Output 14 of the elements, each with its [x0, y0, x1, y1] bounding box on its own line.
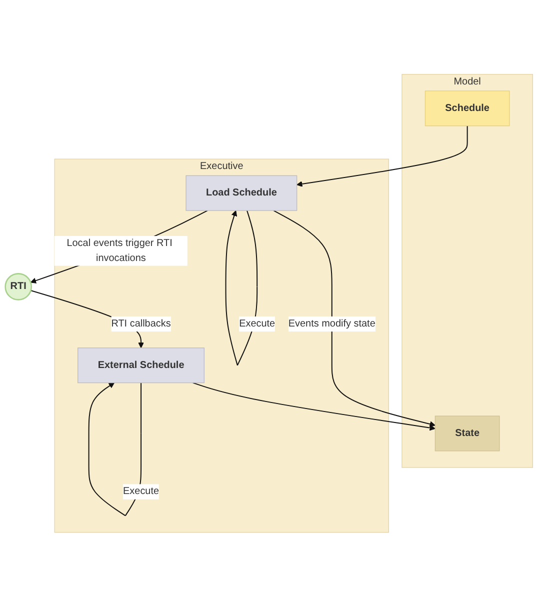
edge-label: Execute: [123, 485, 160, 496]
node-box: Load Schedule: [186, 174, 298, 211]
node-box: State: [434, 415, 500, 451]
edge-label: Local events trigger RTI invocations: [66, 236, 172, 264]
node-box: Schedule: [424, 90, 510, 126]
node-circle: RTI: [4, 272, 32, 300]
arrow: [296, 124, 468, 186]
arrow: [273, 210, 436, 427]
arrow: [30, 210, 208, 284]
edge-label: RTI callbacks: [111, 317, 171, 329]
edge-label: Execute: [239, 317, 276, 329]
node-box: External Schedule: [78, 347, 205, 383]
arrow: [192, 382, 436, 430]
edge-label: Events modify state: [288, 317, 376, 329]
